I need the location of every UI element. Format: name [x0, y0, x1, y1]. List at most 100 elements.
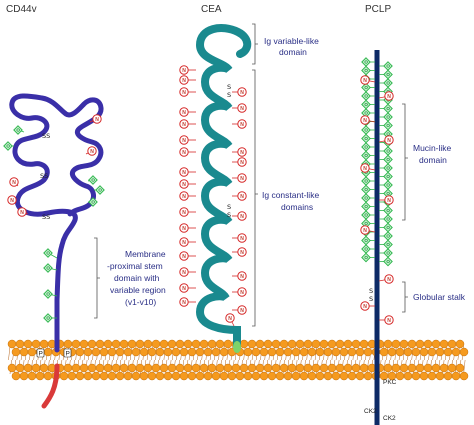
- lipid-head: [143, 339, 153, 349]
- lipid-head: [291, 371, 301, 381]
- lipid-head: [195, 347, 205, 357]
- o-glycan-label: O: [364, 196, 368, 201]
- lipid-head: [143, 363, 153, 373]
- lipid-head: [119, 363, 129, 373]
- lipid-head: [83, 371, 93, 381]
- lipid-head: [243, 371, 253, 381]
- o-glycan: O: [361, 133, 375, 144]
- lipid-head: [215, 363, 225, 373]
- n-glycan: N: [379, 315, 394, 325]
- lipid-head: [79, 363, 89, 373]
- o-glycan: O: [379, 222, 393, 233]
- n-glycan: N: [179, 119, 196, 129]
- n-glycan: N: [179, 65, 196, 75]
- mucin-label-1: Mucin-like: [413, 143, 452, 153]
- n-glycan: N: [179, 223, 196, 233]
- n-glycan-label: N: [182, 286, 186, 292]
- o-glycan: O: [379, 103, 393, 114]
- lipid-head: [447, 363, 457, 373]
- o-glycan-label: O: [364, 247, 368, 252]
- n-glycan-label: N: [12, 180, 16, 186]
- o-glycan-label: O: [6, 144, 10, 149]
- lipid-head: [407, 363, 417, 373]
- o-glycan-label: O: [46, 292, 50, 297]
- n-glycan-label: N: [182, 210, 186, 216]
- o-glycan-label: O: [386, 166, 390, 171]
- lipid-head: [171, 371, 181, 381]
- o-glycan-label: O: [364, 204, 368, 209]
- lipid-head: [43, 371, 53, 381]
- n-glycan: N: [360, 163, 376, 173]
- lipid-head: [435, 347, 445, 357]
- o-glycan-label: O: [364, 85, 368, 90]
- lipid-head: [287, 339, 297, 349]
- lipid-head: [351, 339, 361, 349]
- lipid-head: [63, 339, 73, 349]
- lipid-head: [27, 347, 37, 357]
- lipid-head: [91, 347, 101, 357]
- lipid-head: [303, 363, 313, 373]
- lipid-head: [147, 371, 157, 381]
- pclp-ck2-label-right: CK2: [383, 415, 396, 422]
- o-glycan-label: O: [386, 106, 390, 111]
- o-glycan: O: [361, 176, 375, 186]
- lipid-head: [459, 371, 469, 381]
- lipid-head: [247, 339, 257, 349]
- o-glycan: O: [379, 78, 393, 88]
- o-glycan: O: [361, 235, 375, 246]
- lipid-head: [119, 339, 129, 349]
- lipid-head: [355, 347, 365, 357]
- lipid-head: [59, 371, 69, 381]
- o-glycan-label: O: [386, 225, 390, 230]
- lipid-head: [179, 371, 189, 381]
- lipid-head: [335, 339, 345, 349]
- lipid-head: [187, 347, 197, 357]
- lipid-head: [211, 371, 221, 381]
- cd44v-phospho-label-2: P: [66, 351, 70, 358]
- n-glycan-label: N: [240, 150, 244, 156]
- lipid-head: [215, 339, 225, 349]
- o-glycan: O: [379, 214, 393, 224]
- n-glycan: N: [232, 271, 247, 281]
- lipid-head: [279, 363, 289, 373]
- o-glycan: O: [13, 125, 25, 135]
- o-glycan-label: O: [364, 170, 368, 175]
- o-glycan: O: [361, 184, 375, 195]
- lipid-head: [355, 371, 365, 381]
- lipid-head: [263, 339, 273, 349]
- lipid-head: [443, 371, 453, 381]
- lipid-head: [327, 363, 337, 373]
- o-glycan: O: [379, 112, 393, 122]
- n-glycan: N: [17, 207, 29, 217]
- n-glycan: N: [232, 157, 247, 167]
- o-glycan: O: [379, 61, 393, 71]
- n-glycan-label: N: [228, 316, 232, 322]
- n-glycan: N: [179, 191, 196, 201]
- header-cd44v: CD44v: [6, 4, 37, 15]
- lipid-head: [343, 363, 353, 373]
- cd44v-disulfide-2: SS: [40, 172, 48, 180]
- n-glycan: N: [179, 267, 196, 277]
- lipid-head: [423, 363, 433, 373]
- lipid-head: [131, 347, 141, 357]
- n-glycan-label: N: [182, 300, 186, 306]
- lipid-head: [411, 347, 421, 357]
- lipid-head: [415, 339, 425, 349]
- o-glycan: O: [361, 65, 375, 76]
- cea-chain: [195, 24, 252, 349]
- o-glycan-label: O: [386, 217, 390, 222]
- lipid-head: [7, 339, 17, 349]
- o-glycan: O: [94, 185, 105, 195]
- o-glycan: O: [43, 263, 58, 273]
- lipid-head: [67, 371, 77, 381]
- lipid-head: [127, 363, 137, 373]
- o-glycan: O: [361, 193, 375, 203]
- o-glycan: O: [379, 171, 393, 182]
- lipid-head: [295, 363, 305, 373]
- n-glycan: N: [179, 135, 196, 145]
- lipid-head: [227, 371, 237, 381]
- o-glycan-label: O: [364, 60, 368, 65]
- cd44v-protein: SS SS SS P P: [9, 93, 104, 409]
- lipid-head: [451, 347, 461, 357]
